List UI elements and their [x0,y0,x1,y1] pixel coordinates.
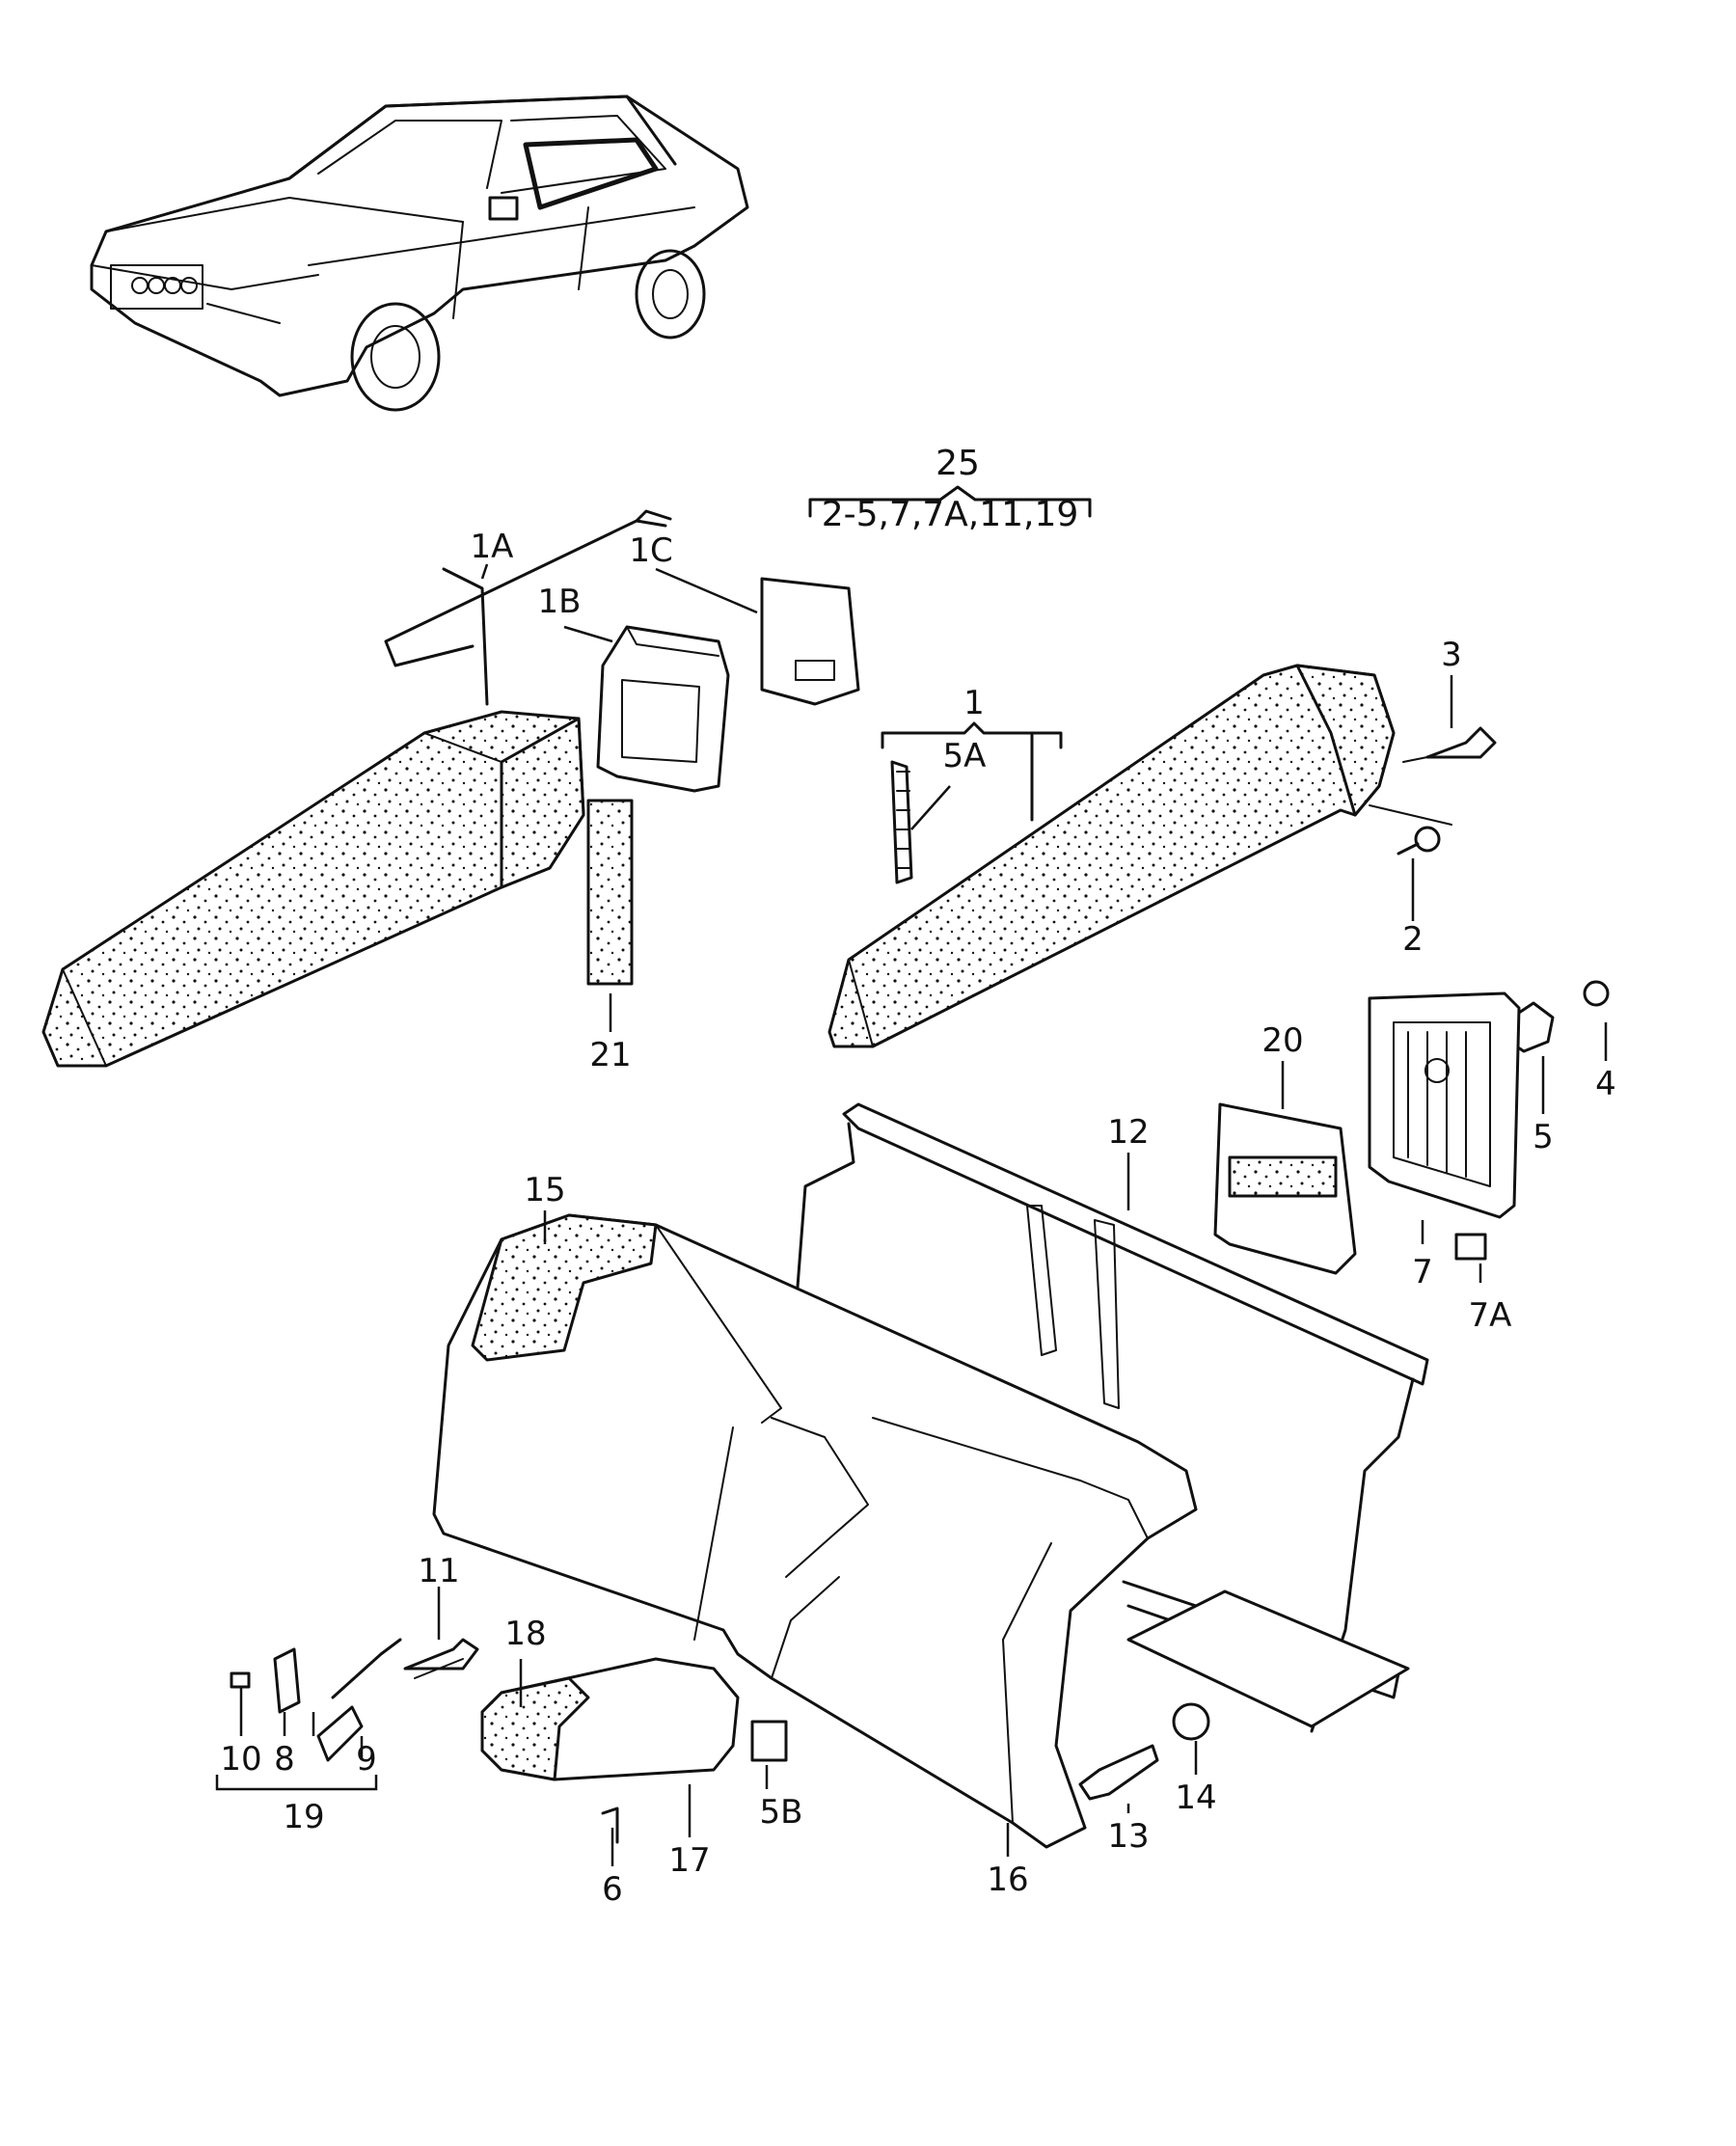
part-13-bolt [1078,1744,1159,1801]
label-1b: 1B [538,583,582,621]
label-18: 18 [504,1615,546,1653]
car-illustration [90,95,749,412]
part-21-strip [586,799,634,986]
part-8-bracket [273,1647,301,1714]
group-25-members: 2-5,7,7A,11,19 [822,495,1079,534]
part-2-pin [1369,804,1452,856]
part-5b-clip [750,1720,788,1762]
bracket-1a-hook [635,509,672,523]
backrest-assembly [432,1213,1198,1849]
floor-plate [1126,1589,1410,1728]
label-9: 9 [356,1740,377,1779]
part-3-screw [1402,726,1497,763]
part-9-spring [316,1638,402,1762]
center-armrest-foam [41,710,585,1068]
label-1a: 1A [471,528,514,566]
part-20-plate [1213,1102,1357,1275]
label-4: 4 [1595,1065,1616,1103]
bracket-1a [384,519,667,706]
part-6-hook [601,1806,619,1844]
label-7: 7 [1412,1253,1433,1291]
armrest-cushion [480,1657,740,1781]
label-12: 12 [1107,1113,1149,1152]
label-11: 11 [418,1552,459,1590]
group-25-bracket: 25 2-5,7,7A,11,19 [808,444,1092,534]
part-4-nut [1583,980,1610,1007]
label-1: 1 [963,684,985,722]
leader-lines [215,563,1608,1866]
group-25-label: 25 [936,444,980,483]
label-3: 3 [1441,636,1462,674]
part-11-screw [403,1638,479,1679]
part-5a-zipper [890,760,913,884]
part-7a-clip [1454,1233,1487,1261]
label-6: 6 [602,1870,623,1909]
label-2: 2 [1402,920,1424,959]
label-17: 17 [668,1841,710,1880]
label-13: 13 [1107,1817,1149,1856]
label-15: 15 [524,1171,565,1209]
label-7a: 7A [1469,1296,1512,1335]
label-19: 19 [283,1798,324,1836]
part-14-nut [1172,1702,1210,1741]
label-5: 5 [1533,1118,1554,1156]
label-5a: 5A [943,737,987,775]
label-14: 14 [1175,1779,1216,1817]
part-10-plug [230,1671,251,1689]
label-16: 16 [987,1861,1028,1899]
bracket-1 [881,721,1063,822]
label-1c: 1C [629,531,672,570]
label-8: 8 [274,1740,295,1779]
label-21: 21 [589,1036,631,1074]
part-7-panel [1368,992,1521,1219]
part-1c-plate [760,577,860,706]
side-armrest-foam [827,664,1396,1048]
part-1b-housing [596,625,730,793]
callout-labels: 1A 1B 1C 1 5A 3 2 21 20 5 4 12 7 7A 15 1… [220,528,1615,1909]
label-5b: 5B [760,1793,803,1832]
label-10: 10 [220,1740,261,1779]
label-20: 20 [1261,1021,1303,1060]
